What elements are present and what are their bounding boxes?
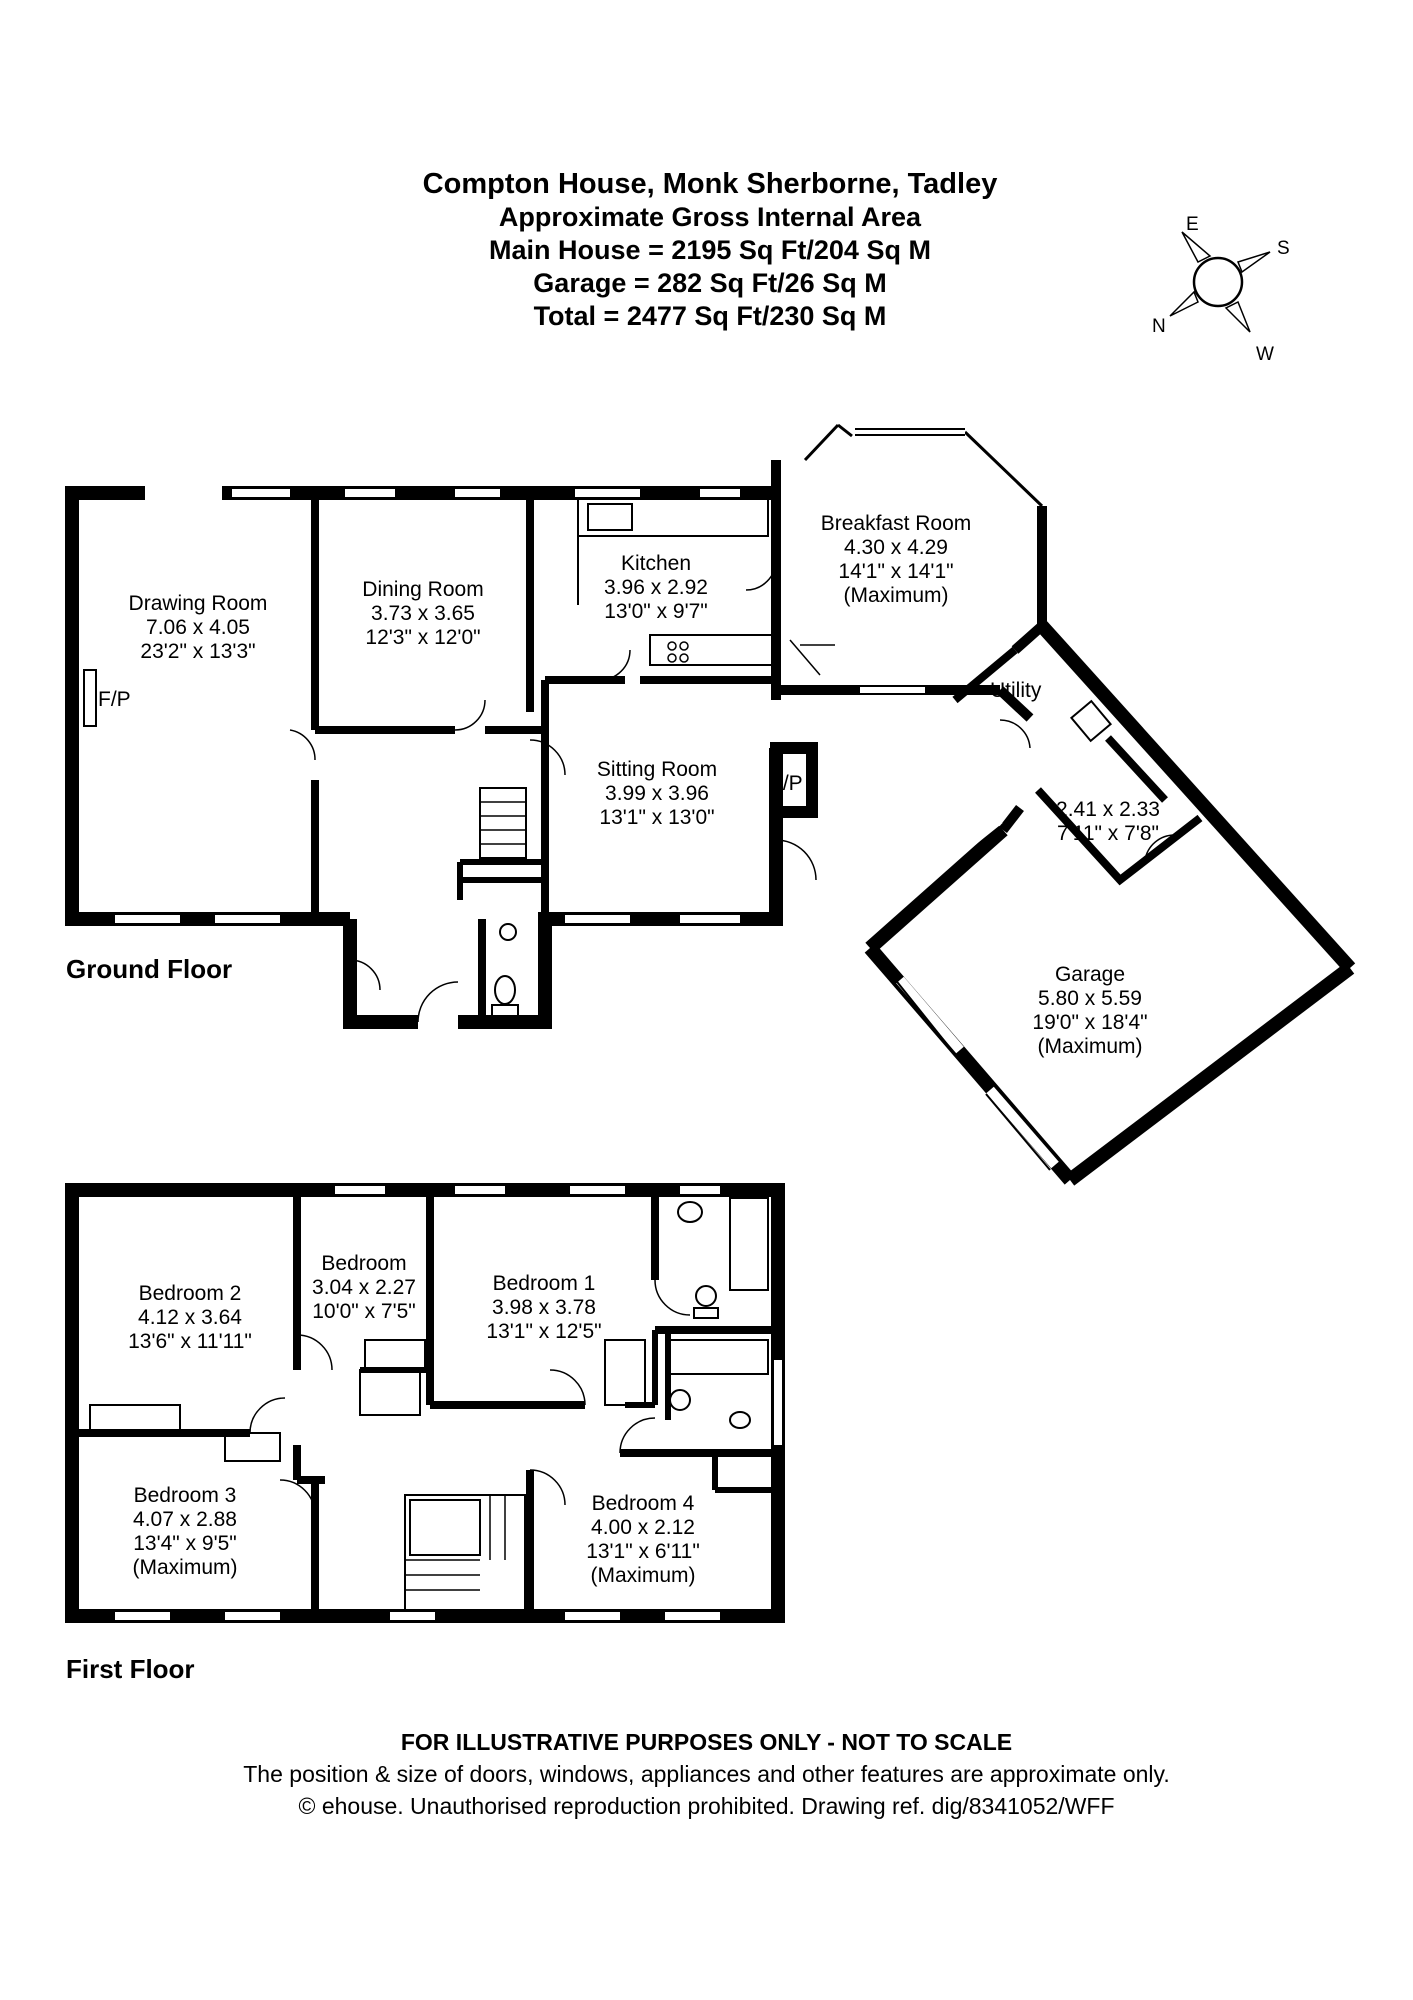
store-imperial: 7'11" x 7'8" [1057, 822, 1159, 845]
breakfast-room-note: (Maximum) [844, 584, 949, 607]
ground-floor-label: Ground Floor [66, 954, 233, 984]
property-title: Compton House, Monk Sherborne, Tadley [422, 168, 998, 200]
bedroom-4-name: Bedroom 4 [592, 1492, 695, 1515]
compass-north: N [1152, 316, 1166, 337]
sitting-room-imperial: 13'1" x 13'0" [599, 806, 714, 829]
bedroom-1-metric: 3.98 x 3.78 [492, 1296, 596, 1319]
garage-note: (Maximum) [1038, 1035, 1143, 1058]
bedroom-3-note: (Maximum) [133, 1556, 238, 1579]
dining-room-name: Dining Room [362, 578, 483, 601]
floorplan-footer: FOR ILLUSTRATIVE PURPOSES ONLY - NOT TO … [0, 1726, 1413, 1822]
bedroom-3-name: Bedroom 3 [134, 1484, 237, 1507]
sitting-room-fireplace: F/P [770, 772, 803, 795]
kitchen-metric: 3.96 x 2.92 [604, 576, 708, 599]
compass-icon: E S N W [1152, 214, 1290, 365]
bedroom-4-note: (Maximum) [591, 1564, 696, 1587]
drawing-room-name: Drawing Room [129, 592, 268, 615]
dining-room-imperial: 12'3" x 12'0" [365, 626, 480, 649]
ground-floor-plan [65, 423, 1356, 1186]
sitting-room-metric: 3.99 x 3.96 [605, 782, 709, 805]
garage-area: Garage = 282 Sq Ft/26 Sq M [533, 268, 887, 298]
bedroom-2-name: Bedroom 2 [139, 1282, 242, 1305]
garage-imperial: 19'0" x 18'4" [1032, 1011, 1147, 1034]
drawing-room-metric: 7.06 x 4.05 [146, 616, 250, 639]
bedroom-small-imperial: 10'0" x 7'5" [312, 1300, 416, 1323]
utility-name: Utility [990, 679, 1042, 702]
bedroom-3-imperial: 13'4" x 9'5" [133, 1532, 237, 1555]
breakfast-room-imperial: 14'1" x 14'1" [838, 560, 953, 583]
breakfast-room-name: Breakfast Room [821, 512, 972, 535]
first-floor-plan [65, 1183, 785, 1623]
store-metric: 2.41 x 2.33 [1056, 798, 1160, 821]
copyright-text: © ehouse. Unauthorised reproduction proh… [298, 1793, 1115, 1819]
main-house-area: Main House = 2195 Sq Ft/204 Sq M [489, 235, 931, 265]
ground-floor-labels: Drawing Room 7.06 x 4.05 23'2" x 13'3" F… [98, 512, 1160, 1058]
garage-name: Garage [1055, 963, 1125, 986]
compass-east: E [1186, 214, 1199, 235]
drawing-room-imperial: 23'2" x 13'3" [140, 640, 255, 663]
bedroom-2-metric: 4.12 x 3.64 [138, 1306, 242, 1329]
drawing-room-fireplace: F/P [98, 688, 131, 711]
sitting-room-name: Sitting Room [597, 758, 717, 781]
floorplan-header: Compton House, Monk Sherborne, Tadley Ap… [300, 168, 1120, 333]
approximation-note: The position & size of doors, windows, a… [243, 1761, 1170, 1787]
bedroom-4-imperial: 13'1" x 6'11" [586, 1540, 700, 1563]
disclaimer-text: FOR ILLUSTRATIVE PURPOSES ONLY - NOT TO … [400, 1729, 1013, 1755]
bedroom-1-imperial: 13'1" x 12'5" [486, 1320, 601, 1343]
bedroom-2-imperial: 13'6" x 11'11" [128, 1330, 252, 1353]
kitchen-imperial: 13'0" x 9'7" [604, 600, 708, 623]
bedroom-4-metric: 4.00 x 2.12 [591, 1516, 695, 1539]
kitchen-name: Kitchen [621, 552, 691, 575]
compass-south: S [1277, 238, 1290, 259]
first-floor-label: First Floor [66, 1654, 195, 1684]
bedroom-small-name: Bedroom [321, 1252, 406, 1275]
compass-west: W [1256, 344, 1274, 365]
bedroom-1-name: Bedroom 1 [493, 1272, 596, 1295]
bedroom-small-metric: 3.04 x 2.27 [312, 1276, 416, 1299]
bedroom-3-metric: 4.07 x 2.88 [133, 1508, 237, 1531]
total-area: Total = 2477 Sq Ft/230 Sq M [533, 301, 887, 331]
garage-metric: 5.80 x 5.59 [1038, 987, 1142, 1010]
breakfast-room-metric: 4.30 x 4.29 [844, 536, 948, 559]
dining-room-metric: 3.73 x 3.65 [371, 602, 475, 625]
area-subtitle: Approximate Gross Internal Area [498, 202, 922, 232]
first-floor-labels: Bedroom 2 4.12 x 3.64 13'6" x 11'11" Bed… [128, 1252, 700, 1587]
